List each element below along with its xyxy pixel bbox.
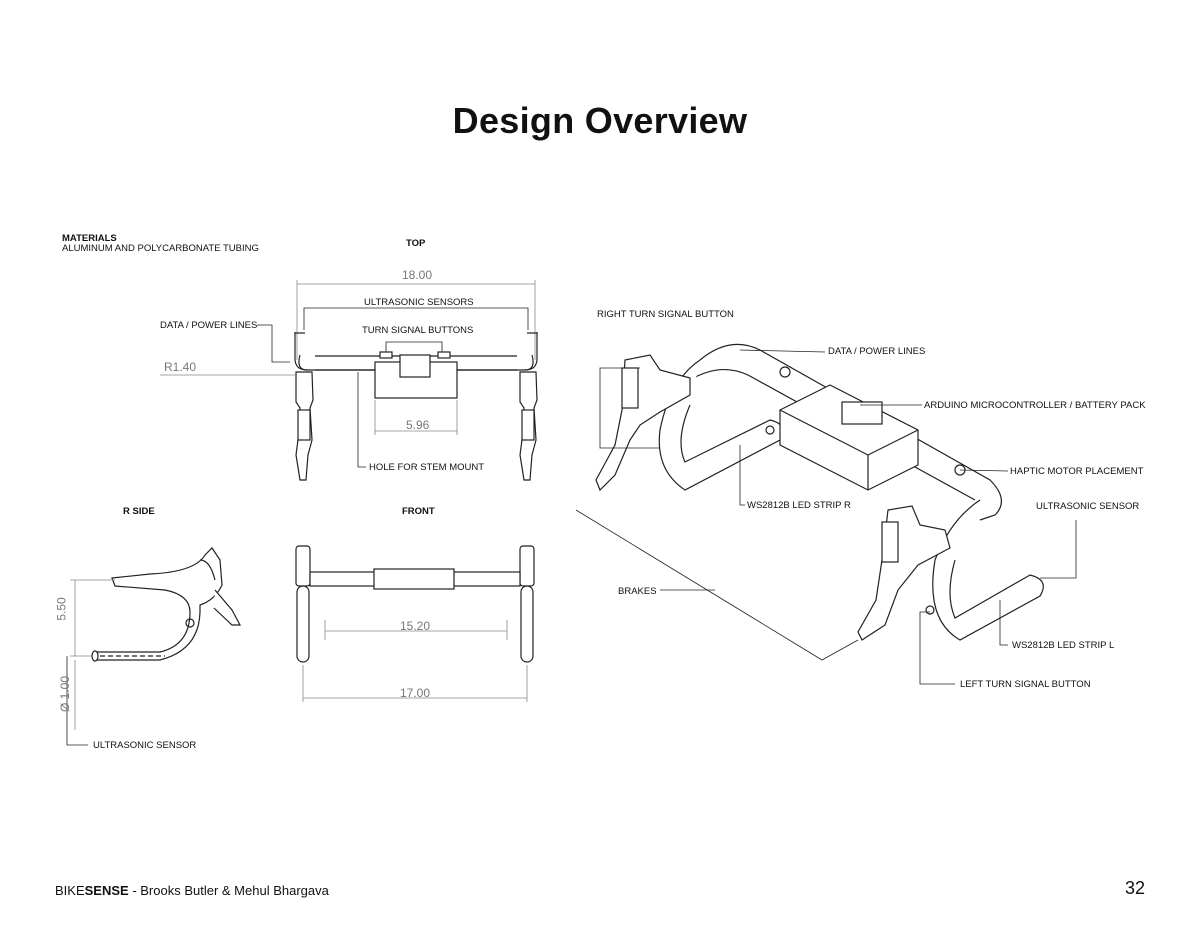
materials-text: ALUMINUM AND POLYCARBONATE TUBING [62, 243, 259, 254]
brand-light: BIKE [55, 883, 85, 898]
right-turn-signal-label: RIGHT TURN SIGNAL BUTTON [597, 309, 734, 320]
hole-stem-mount-label: HOLE FOR STEM MOUNT [369, 462, 485, 473]
dim-box-width: 5.96 [406, 418, 430, 432]
left-turn-signal-label: LEFT TURN SIGNAL BUTTON [960, 679, 1091, 690]
page-title: Design Overview [452, 100, 748, 141]
dim-side-height: 5.50 [54, 597, 69, 621]
arduino-label: ARDUINO MICROCONTROLLER / BATTERY PACK [924, 400, 1146, 411]
page-number: 32 [1124, 878, 1145, 898]
haptic-motor-label: HAPTIC MOTOR PLACEMENT [1010, 466, 1144, 477]
side-view-drawing [66, 547, 241, 746]
materials-heading: MATERIALS [62, 233, 117, 244]
front-view-label: FRONT [402, 506, 435, 517]
top-view-drawing [160, 280, 538, 481]
top-view-label: TOP [406, 238, 426, 249]
footer-authors: - Brooks Butler & Mehul Bhargava [128, 883, 329, 898]
dim-overall-width: 18.00 [402, 268, 433, 282]
dim-radius: R1.40 [164, 360, 197, 374]
turn-signal-buttons-label: TURN SIGNAL BUTTONS [362, 325, 474, 336]
iso-data-power-lines-label: DATA / POWER LINES [828, 346, 926, 357]
data-power-lines-label: DATA / POWER LINES [160, 320, 258, 331]
side-ultrasonic-sensor-label: ULTRASONIC SENSOR [93, 740, 197, 751]
led-strip-l-label: WS2812B LED STRIP L [1012, 640, 1115, 651]
dim-side-diameter: Ø 1.00 [58, 675, 73, 713]
brand-bold: SENSE [84, 883, 129, 898]
front-view-drawing [295, 545, 535, 702]
brakes-label: BRAKES [618, 586, 657, 597]
ultrasonic-sensors-label: ULTRASONIC SENSORS [364, 297, 474, 308]
isometric-view-drawing [575, 343, 1077, 685]
side-view-label: R SIDE [123, 506, 155, 517]
dim-outer-width: 17.00 [400, 686, 431, 700]
iso-ultrasonic-sensor-label: ULTRASONIC SENSOR [1036, 501, 1140, 512]
dim-inner-width: 15.20 [400, 619, 431, 633]
led-strip-r-label: WS2812B LED STRIP R [747, 500, 851, 511]
footer: BIKESENSE - Brooks Butler & Mehul Bharga… [55, 883, 329, 898]
